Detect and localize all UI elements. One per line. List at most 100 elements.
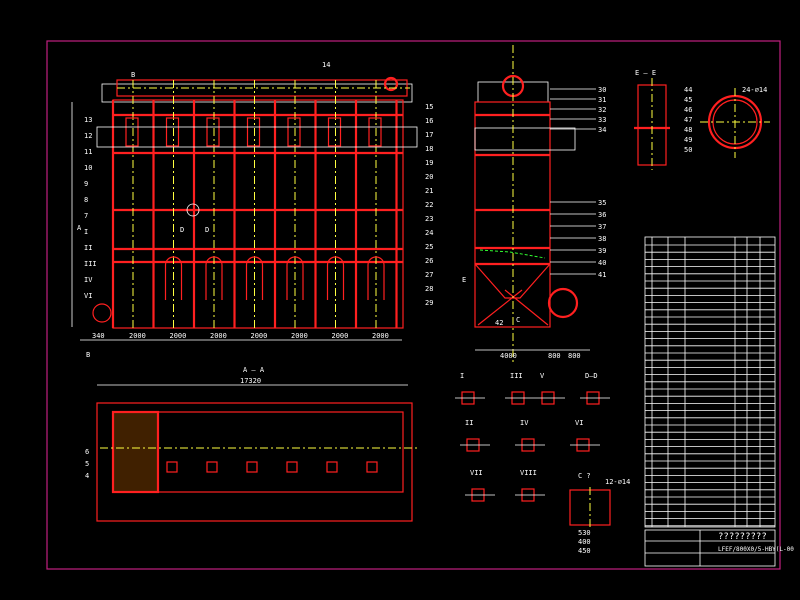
dimension: 340 <box>92 332 105 340</box>
detail-title: V <box>540 372 545 380</box>
hopper-arch <box>164 256 183 300</box>
callout: 5 <box>85 460 89 468</box>
window <box>368 117 382 147</box>
callout: 18 <box>425 145 433 153</box>
bolt-label: 12-⌀14 <box>605 478 630 486</box>
callout: 38 <box>598 235 606 243</box>
hopper-arch <box>245 256 264 300</box>
callout: 41 <box>598 271 606 279</box>
outlet <box>246 461 258 473</box>
callout: 16 <box>425 117 433 125</box>
drawing-code: LFEF/800X0/5-HBY(L-00 <box>718 546 794 553</box>
callout: 25 <box>425 243 433 251</box>
detail-title: IV <box>520 419 529 427</box>
window <box>327 117 342 147</box>
detail-title: II <box>465 419 473 427</box>
section-title: C ? <box>578 472 591 480</box>
callout: C <box>516 316 520 324</box>
callout: 7 <box>84 212 88 220</box>
callout: 29 <box>425 299 433 307</box>
detail-title: VII <box>470 469 483 477</box>
callout: VI <box>84 292 92 300</box>
detail-title: I <box>460 372 464 380</box>
callout: 14 <box>322 61 330 69</box>
callout: III <box>84 260 97 268</box>
callout: 40 <box>598 259 606 267</box>
drawing-frame <box>46 40 781 570</box>
callout: 31 <box>598 96 606 104</box>
callout: 39 <box>598 247 606 255</box>
callout: 17 <box>425 131 433 139</box>
title-block: ????????? LFEF/800X0/5-HBY(L-00 <box>644 529 794 567</box>
callout: 10 <box>84 164 92 172</box>
dimension: 2000 <box>332 332 349 340</box>
callout: 15 <box>425 103 433 111</box>
callout: II <box>84 244 92 252</box>
hopper-arch <box>367 256 385 300</box>
dimension: 800 <box>568 352 581 360</box>
callout: 23 <box>425 215 433 223</box>
dimension: 4000 <box>500 352 517 360</box>
callout: 48 <box>684 126 692 134</box>
callout: 35 <box>598 199 606 207</box>
callout: 26 <box>425 257 433 265</box>
callout: 12 <box>84 132 92 140</box>
outlet <box>206 461 218 473</box>
callout: 42 <box>495 319 503 327</box>
callout: 32 <box>598 106 606 114</box>
dimension: 530 <box>578 529 591 537</box>
callout: 19 <box>425 159 433 167</box>
dimension: 2000 <box>210 332 227 340</box>
section-mark-d: D <box>205 226 209 234</box>
callout: 21 <box>425 187 433 195</box>
window <box>165 117 180 147</box>
dimension: 2000 <box>291 332 308 340</box>
callout: 27 <box>425 271 433 279</box>
dimension: 800 <box>548 352 561 360</box>
window <box>125 117 139 147</box>
dimension: 450 <box>578 547 591 555</box>
callout: E <box>462 276 466 284</box>
dimension: 400 <box>578 538 591 546</box>
callout: 44 <box>684 86 692 94</box>
dimension: 2000 <box>251 332 268 340</box>
window <box>206 117 220 147</box>
callout: 11 <box>84 148 92 156</box>
callout: 8 <box>84 196 88 204</box>
hopper-arch <box>326 256 345 300</box>
callout: 30 <box>598 86 606 94</box>
window <box>246 117 261 147</box>
section-mark-a: A <box>77 224 82 232</box>
callout: 6 <box>85 448 89 456</box>
parts-list <box>644 236 776 528</box>
callout: 50 <box>684 146 692 154</box>
callout: 4 <box>85 472 89 480</box>
section-title: A – A <box>243 366 265 374</box>
dimension: 2000 <box>170 332 187 340</box>
section-mark-b: B <box>86 351 90 359</box>
flange-view: 24-⌀14 <box>700 86 770 158</box>
callout: 49 <box>684 136 692 144</box>
callout: 46 <box>684 106 692 114</box>
section-title: E – E <box>635 69 656 77</box>
detail-title: III <box>510 372 523 380</box>
section-a-a: A – A 17320 654 <box>85 366 420 522</box>
detail-title: D–D <box>585 372 598 380</box>
callout: 37 <box>598 223 606 231</box>
section-mark-b: B <box>131 71 135 79</box>
drawing-name: ????????? <box>718 532 767 542</box>
window <box>287 117 301 147</box>
callout: 28 <box>425 285 433 293</box>
detail-title: VIII <box>520 469 537 477</box>
section-c: C ? 12-⌀14 530 400 450 <box>569 472 630 555</box>
hopper-arch <box>205 256 223 300</box>
callout: 20 <box>425 173 433 181</box>
outlet <box>286 461 298 473</box>
callout: 45 <box>684 96 692 104</box>
flange-label: 24-⌀14 <box>742 86 767 94</box>
front-view: B B A D D 141516171819202122232425262728… <box>71 61 433 359</box>
